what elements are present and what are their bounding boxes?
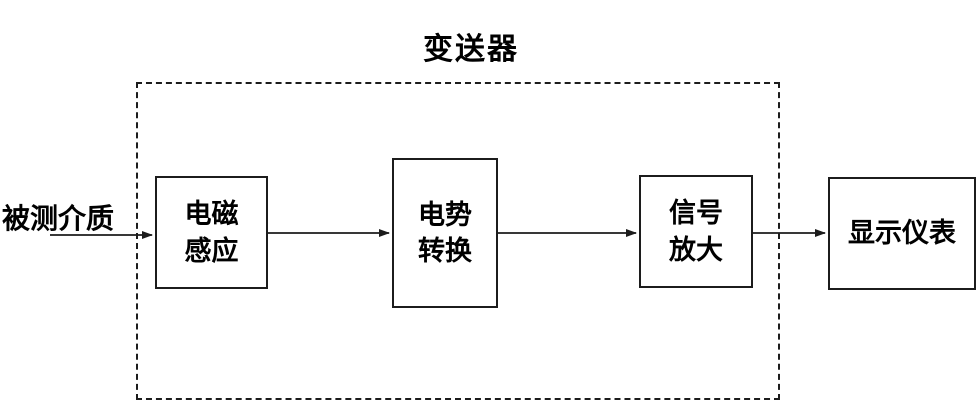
box-signal-amplification-label: 信号 放大 [669,198,723,265]
box-display-instrument-label: 显示仪表 [848,218,956,249]
box-potential-conversion-label: 电势 转换 [418,199,472,266]
box-display-instrument: 显示仪表 [828,177,976,290]
diagram-title: 变送器 [423,33,519,66]
box-potential-conversion: 电势 转换 [392,158,498,308]
box-electromagnetic-induction: 电磁 感应 [155,176,268,289]
transmitter-boundary-dashed-box [136,82,780,400]
input-medium-label: 被测介质 [2,204,115,235]
box-electromagnetic-induction-label: 电磁 感应 [184,199,239,266]
box-signal-amplification: 信号 放大 [639,175,753,288]
